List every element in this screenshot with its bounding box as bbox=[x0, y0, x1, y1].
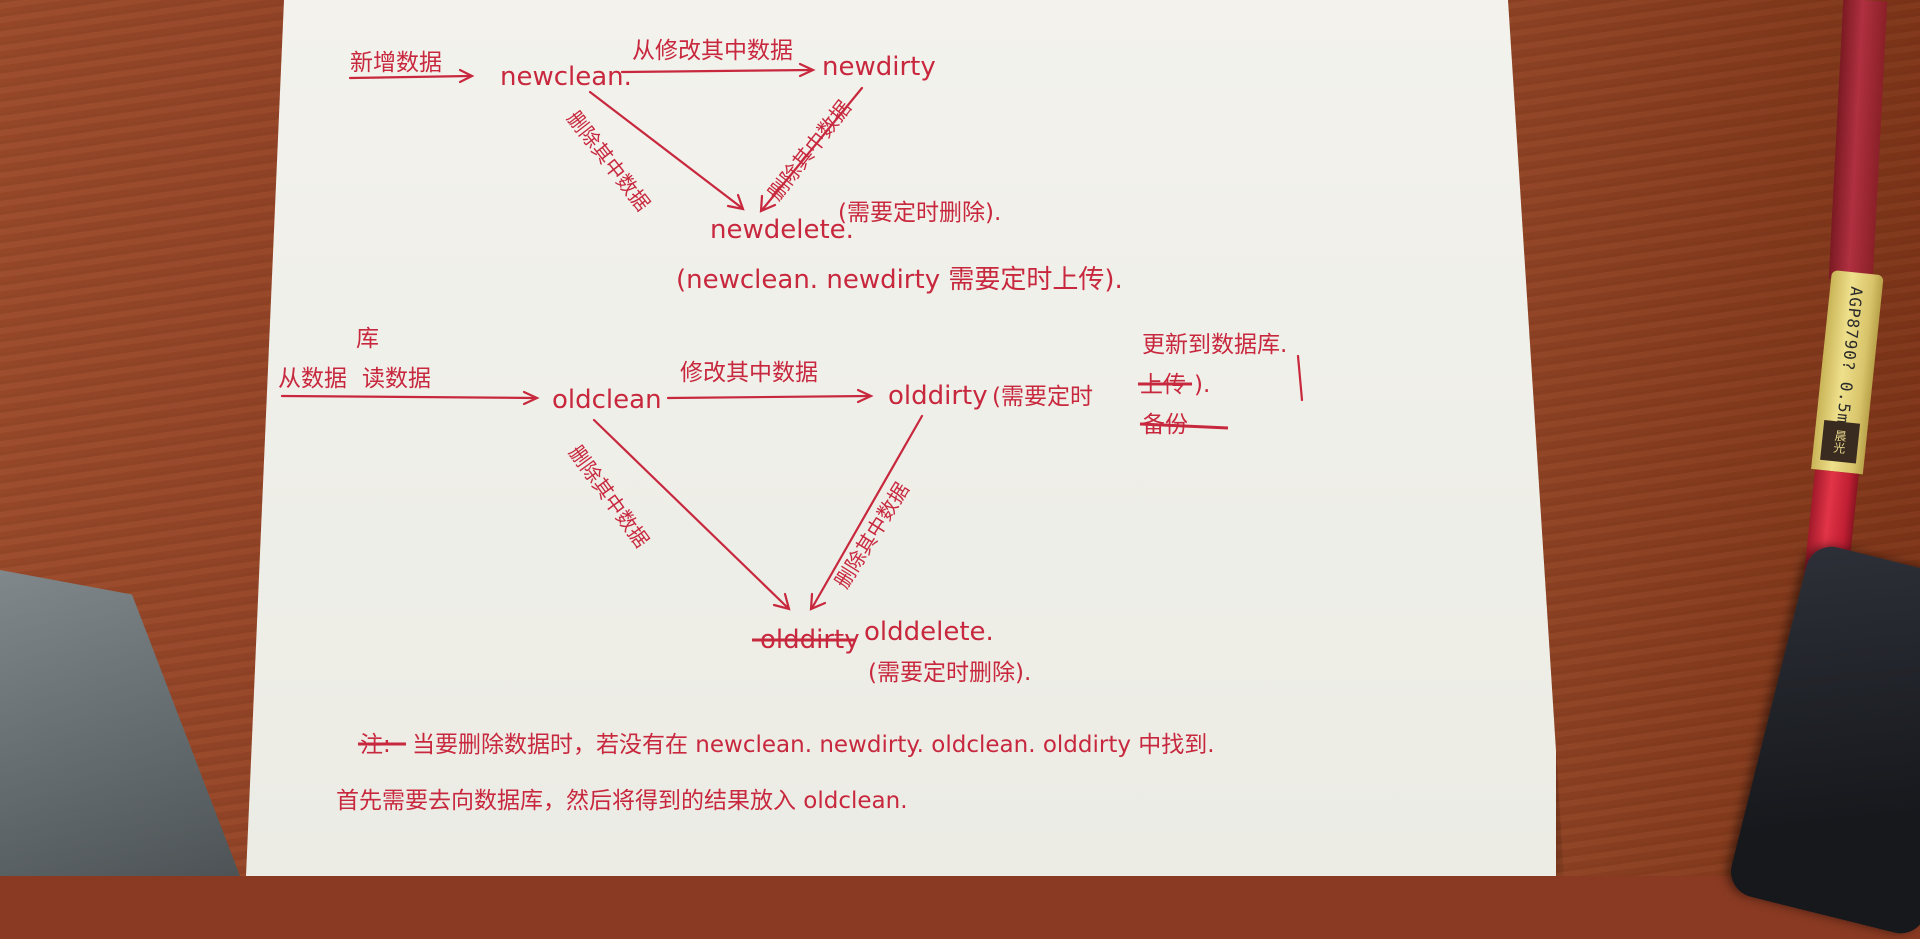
edge-entry-old-prefix: 从数据 bbox=[278, 366, 347, 392]
entry-new-arrow bbox=[348, 74, 472, 80]
new-dirty-to-delete-arrowhead bbox=[759, 194, 777, 213]
node-old-clean: oldclean bbox=[552, 385, 662, 415]
new-sync-note: (newclean. newdirty 需要定时上传). bbox=[676, 265, 1123, 295]
new-clean-to-delete-arrow bbox=[588, 90, 744, 210]
edge-old-dirty-to-delete: 删除其中数据 bbox=[830, 478, 914, 592]
old-delete-note: (需要定时删除). bbox=[868, 660, 1031, 686]
node-new-clean: newclean. bbox=[500, 62, 632, 92]
edge-old-clean-to-delete: 删除其中数据 bbox=[564, 441, 654, 552]
strikethrough-2 bbox=[1139, 422, 1229, 430]
pen-brand: 晨光 bbox=[1820, 420, 1861, 464]
entry-old-arrow bbox=[280, 394, 538, 400]
old-clean-to-delete-arrow bbox=[592, 418, 790, 610]
footer-line-2: 首先需要去向数据库，然后将得到的结果放入 oldclean. bbox=[336, 788, 908, 814]
footer-line-1: 当要删除数据时，若没有在 newclean. newdirty. oldclea… bbox=[412, 732, 1215, 758]
entry-old-arrowhead bbox=[522, 390, 540, 406]
new-clean-to-dirty-arrow bbox=[620, 68, 814, 74]
insert-caret bbox=[1296, 354, 1304, 402]
edge-entry-old-suffix: 读数据 bbox=[362, 366, 431, 392]
node-old-delete: olddelete. bbox=[864, 617, 994, 647]
edge-old-clean-to-dirty: 修改其中数据 bbox=[680, 360, 818, 386]
old-dirty-to-delete-arrow bbox=[810, 414, 924, 610]
handwritten-state-diagram: 新增数据 newclean. 从修改其中数据 newdirty 删除其中数据 删… bbox=[278, 38, 1304, 814]
old-dirty-to-delete-arrowhead bbox=[809, 592, 827, 611]
new-dirty-to-delete-arrow bbox=[760, 86, 864, 212]
edge-new-clean-to-delete: 删除其中数据 bbox=[562, 106, 655, 215]
node-old-dirty: olddirty bbox=[888, 381, 988, 411]
entry-new-arrowhead bbox=[458, 68, 475, 84]
old-dirty-insert-note: 更新到数据库. bbox=[1142, 332, 1287, 358]
edge-new-clean-to-dirty: 从修改其中数据 bbox=[632, 38, 793, 64]
new-delete-note: (需要定时删除). bbox=[838, 200, 1001, 226]
node-new-dirty: newdirty bbox=[822, 52, 936, 82]
old-dirty-note-prefix: (需要定时 bbox=[992, 384, 1093, 410]
edge-new-dirty-to-delete: 删除其中数据 bbox=[763, 96, 856, 205]
node-new-delete: newdelete. bbox=[710, 215, 854, 245]
old-dirty-note-suffix: ). bbox=[1194, 372, 1210, 398]
edge-entry-old-insert: 库 bbox=[356, 326, 379, 352]
old-clean-to-delete-arrowhead bbox=[772, 592, 791, 611]
new-clean-to-dirty-arrowhead bbox=[798, 62, 816, 78]
paper-sheet bbox=[246, 0, 1556, 876]
old-clean-to-dirty-arrowhead bbox=[856, 388, 874, 404]
edge-entry-new: 新增数据 bbox=[350, 50, 442, 76]
old-clean-to-dirty-arrow bbox=[666, 394, 872, 400]
new-clean-to-delete-arrowhead bbox=[726, 193, 745, 211]
